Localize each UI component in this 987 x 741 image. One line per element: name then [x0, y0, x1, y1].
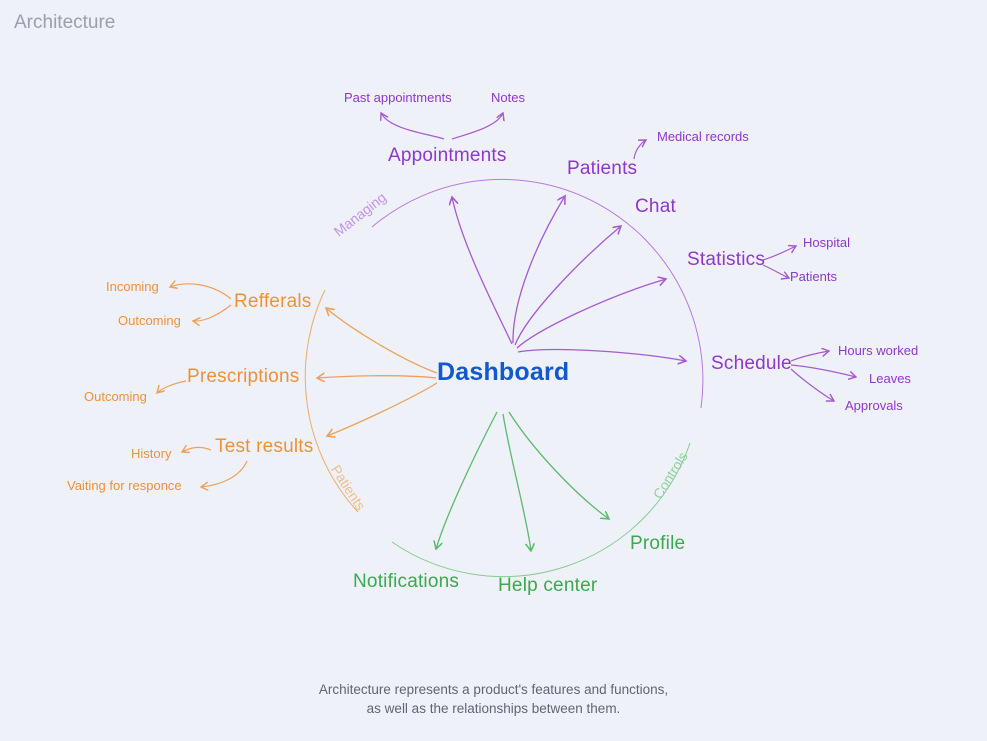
edge-dashboard-prescriptions	[317, 376, 437, 378]
node-profile: Profile	[630, 533, 686, 554]
edge-patients-medical-records	[633, 140, 646, 160]
node-hours-worked: Hours worked	[838, 343, 919, 358]
node-history: History	[131, 446, 172, 461]
node-notifications: Notifications	[353, 571, 460, 592]
node-past-appointments: Past appointments	[344, 90, 452, 105]
node-patients: Patients	[567, 158, 638, 179]
arc-patients	[304, 289, 359, 513]
arc-controls	[391, 442, 691, 578]
edge-appointments-past	[381, 113, 445, 140]
edge-schedule-approvals	[790, 368, 834, 401]
page-title: Architecture	[14, 12, 116, 33]
node-dashboard: Dashboard	[437, 358, 570, 386]
node-chat: Chat	[635, 196, 676, 217]
edge-statistics-patients	[762, 264, 789, 278]
node-prescriptions-outcoming: Outcoming	[84, 389, 147, 404]
node-incoming: Incoming	[106, 279, 159, 294]
node-outcoming: Outcoming	[118, 313, 181, 328]
edge-test-results-vaiting	[201, 460, 248, 487]
caption-line-2: as well as the relationships between the…	[366, 700, 621, 716]
edge-statistics-hospital	[762, 246, 796, 261]
edge-schedule-leaves	[790, 364, 856, 377]
node-refferals: Refferals	[234, 291, 312, 312]
edge-dashboard-notifications	[436, 411, 498, 549]
node-test-results: Test results	[215, 436, 314, 457]
edge-dashboard-statistics	[516, 279, 666, 349]
caption-line-1: Architecture represents a product's feat…	[318, 682, 669, 697]
node-approvals: Approvals	[845, 398, 903, 413]
edge-dashboard-help-center	[502, 413, 531, 551]
edge-appointments-notes	[451, 113, 503, 140]
edge-dashboard-patients	[512, 196, 565, 344]
edge-dashboard-refferals	[326, 308, 438, 374]
node-medical-records: Medical records	[657, 129, 749, 144]
edge-dashboard-schedule	[517, 348, 686, 361]
node-help-center: Help center	[498, 575, 598, 596]
node-prescriptions: Prescriptions	[187, 366, 300, 387]
node-hospital: Hospital	[803, 235, 850, 250]
edge-test-results-history	[182, 447, 212, 452]
node-vaiting-for-responce: Vaiting for responce	[67, 478, 182, 493]
caption: Architecture represents a product's feat…	[0, 681, 987, 718]
edge-prescriptions-outcoming	[157, 380, 187, 393]
node-schedule: Schedule	[711, 353, 792, 374]
edge-dashboard-chat	[514, 226, 621, 346]
node-statistics: Statistics	[687, 249, 766, 270]
node-notes: Notes	[491, 90, 525, 105]
edge-dashboard-appointments	[452, 197, 513, 345]
edge-schedule-hours-worked	[790, 351, 829, 362]
edge-dashboard-test-results	[327, 382, 438, 436]
edge-refferals-outcoming	[193, 304, 232, 321]
node-appointments: Appointments	[388, 145, 507, 166]
edge-dashboard-profile	[508, 411, 609, 519]
arc-managing	[371, 178, 704, 409]
edge-refferals-incoming	[170, 284, 232, 300]
node-statistics-patients: Patients	[790, 269, 837, 284]
node-leaves: Leaves	[869, 371, 911, 386]
